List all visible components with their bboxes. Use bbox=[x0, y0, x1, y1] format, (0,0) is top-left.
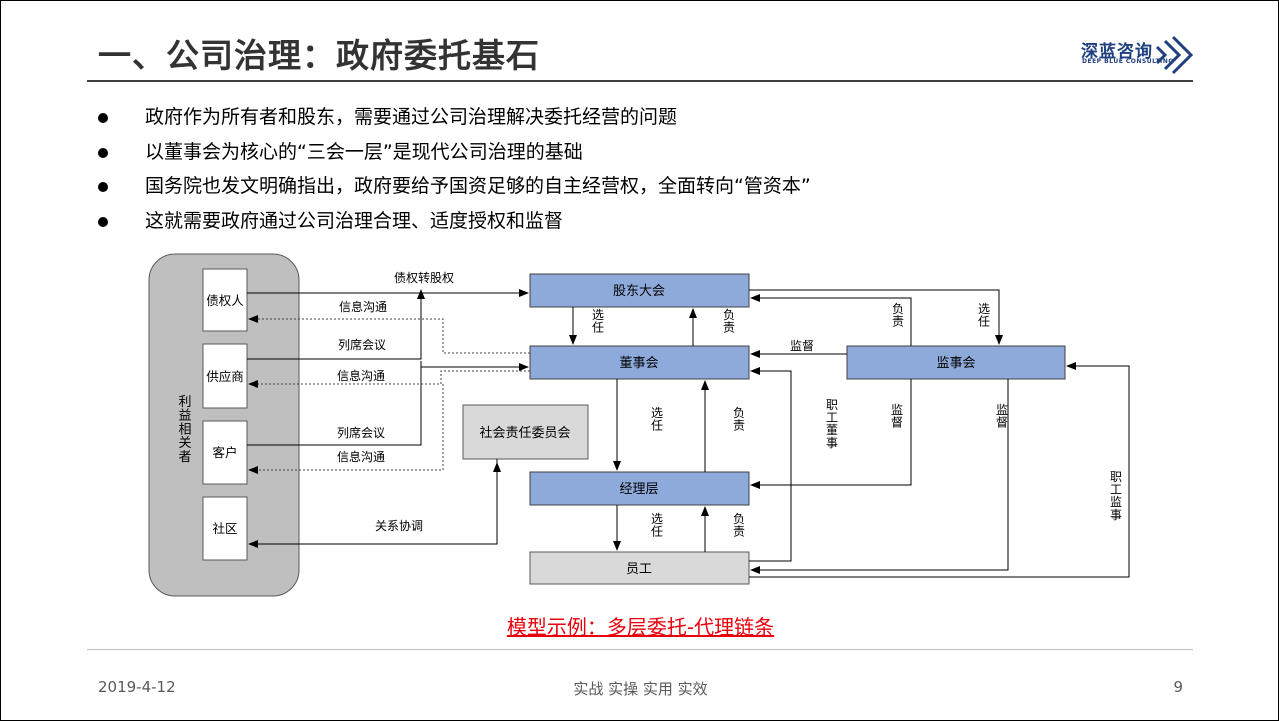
label-employee-director: 职工董事 bbox=[826, 398, 838, 450]
stakeholder-community bbox=[202, 496, 248, 561]
diagram-caption: 模型示例：多层委托-代理链条 bbox=[506, 615, 775, 639]
footer-date: 2019-4-12 bbox=[98, 678, 176, 696]
edge-info-customer bbox=[248, 384, 444, 474]
edge-supervise-employees bbox=[750, 379, 1009, 574]
edge-supervisory-responsible bbox=[750, 294, 912, 346]
node-employees-label: 员工 bbox=[626, 562, 652, 577]
bullet-dot-icon bbox=[98, 216, 108, 227]
bullet-dot-icon bbox=[98, 182, 108, 192]
node-shareholders-meeting-label: 股东大会 bbox=[613, 284, 665, 299]
company-logo: 深蓝咨询 DEEP BLUE CONSULTING bbox=[1081, 35, 1196, 75]
label-employee-supervisor: 职工监事 bbox=[1110, 470, 1122, 522]
label-responsible-3: 负责 bbox=[733, 406, 745, 433]
label-responsible-4: 负责 bbox=[733, 512, 745, 539]
stakeholder-community-label: 社区 bbox=[212, 521, 237, 536]
label-relation-coordination: 关系协调 bbox=[375, 518, 423, 533]
title-divider bbox=[87, 80, 1193, 82]
node-supervisory-board bbox=[846, 345, 1066, 380]
node-board bbox=[529, 345, 750, 380]
footer-slogan: 实战 实操 实用 实效 bbox=[573, 680, 708, 698]
logo-subtitle: DEEP BLUE CONSULTING bbox=[1082, 58, 1174, 65]
stakeholder-customer-label: 客户 bbox=[212, 445, 237, 460]
label-supervise-2: 监督 bbox=[996, 403, 1008, 430]
node-management-label: 经理层 bbox=[619, 482, 658, 497]
stakeholder-creditor-label: 债权人 bbox=[206, 293, 244, 308]
stakeholder-supplier-label: 供应商 bbox=[206, 369, 244, 384]
edge-employee-supervisor bbox=[749, 362, 1130, 578]
label-elect-3: 选任 bbox=[651, 406, 663, 433]
node-csr-committee-label: 社会责任委员会 bbox=[479, 425, 570, 441]
node-employees bbox=[529, 551, 750, 585]
logo-name: 深蓝咨询 bbox=[1081, 42, 1153, 62]
edge-customer-attend bbox=[247, 361, 422, 446]
page-number: 9 bbox=[1173, 678, 1183, 696]
bullet-dot-icon bbox=[98, 147, 108, 158]
stakeholder-group-label: 利益相关者 bbox=[178, 395, 191, 465]
page-title: 一、公司治理：政府委托基石 bbox=[98, 36, 540, 75]
label-debt-to-equity: 债权转股权 bbox=[394, 270, 454, 285]
stakeholder-customer bbox=[202, 420, 248, 485]
edge-info-supplier bbox=[248, 370, 530, 388]
edge-shareholders-elect-supervisory bbox=[749, 289, 1003, 345]
footer-divider bbox=[87, 649, 1193, 650]
label-elect-4: 选任 bbox=[651, 512, 663, 539]
edge-info-creditor bbox=[248, 315, 530, 354]
node-csr-committee bbox=[462, 404, 589, 460]
edge-supervise-management bbox=[750, 379, 912, 489]
label-attend-meeting-1: 列席会议 bbox=[338, 337, 386, 352]
label-supervise-board: 监督 bbox=[790, 338, 814, 353]
node-board-label: 董事会 bbox=[619, 356, 658, 371]
label-info-communication-1: 信息沟通 bbox=[339, 299, 387, 314]
logo-chevron-icon bbox=[1155, 35, 1194, 75]
stakeholder-creditor bbox=[202, 268, 248, 332]
edge-employee-director bbox=[749, 367, 792, 562]
node-management bbox=[529, 471, 750, 506]
bullet-dot-icon bbox=[98, 113, 108, 123]
label-elect-2: 选任 bbox=[978, 302, 990, 329]
stakeholder-supplier bbox=[202, 343, 248, 409]
label-info-communication-3: 信息沟通 bbox=[337, 449, 385, 464]
label-responsible-2: 负责 bbox=[892, 302, 904, 329]
edge-supplier-attend bbox=[247, 289, 425, 360]
label-info-communication-2: 信息沟通 bbox=[337, 368, 385, 383]
node-shareholders-meeting bbox=[529, 273, 750, 308]
node-supervisory-board-label: 监事会 bbox=[936, 356, 975, 371]
label-supervise-1: 监督 bbox=[891, 403, 903, 430]
label-attend-meeting-2: 列席会议 bbox=[337, 425, 385, 440]
label-responsible-1: 负责 bbox=[723, 308, 735, 335]
label-elect-1: 选任 bbox=[592, 308, 604, 335]
